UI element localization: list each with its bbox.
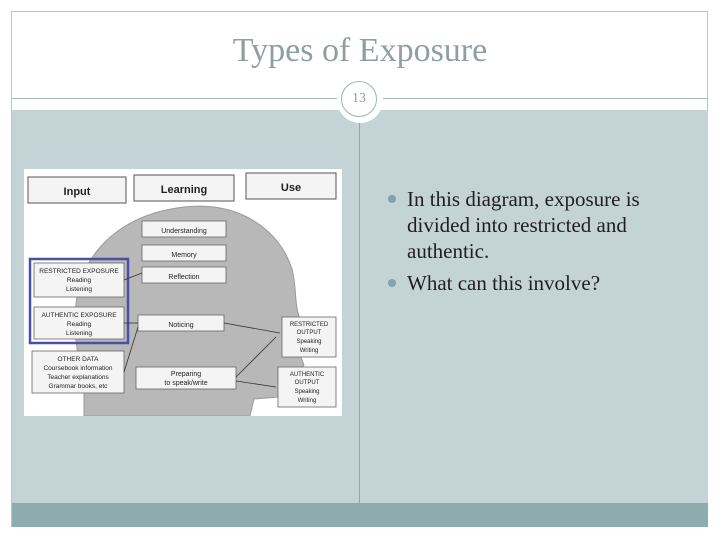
authentic-exposure-line2: Listening (66, 330, 92, 337)
header-input: Input (64, 186, 91, 198)
memory-label: Memory (171, 252, 197, 259)
bullet-dot-icon (388, 279, 396, 287)
authentic-output-line2: OUTPUT (295, 380, 320, 386)
column-divider (359, 110, 360, 503)
preparing-label-line2: to speak/write (164, 380, 207, 387)
authentic-output-line1: AUTHENTIC (290, 372, 325, 378)
authentic-output-line3: Speaking (294, 389, 319, 395)
header-use: Use (281, 182, 301, 194)
restricted-output-line4: Writing (300, 348, 319, 354)
understanding-label: Understanding (161, 228, 207, 235)
authentic-exposure-line1: Reading (67, 321, 92, 328)
other-data-line1: Coursebook information (43, 365, 112, 372)
authentic-exposure-title: AUTHENTIC EXPOSURE (41, 312, 117, 319)
slide-number: 13 (341, 81, 377, 117)
restricted-exposure-line2: Listening (66, 286, 92, 293)
restricted-output-line2: OUTPUT (297, 330, 322, 336)
diagram-svg: Input Learning Use Understanding Memory … (24, 169, 342, 416)
restricted-output-line3: Speaking (296, 339, 321, 345)
bullet-item: What can this involve? (388, 270, 698, 296)
exposure-diagram: Input Learning Use Understanding Memory … (24, 169, 342, 416)
noticing-label: Noticing (168, 322, 193, 329)
other-data-line2: Teacher explanations (47, 374, 109, 381)
preparing-label-line1: Preparing (171, 371, 201, 378)
footer-bar (12, 503, 708, 527)
authentic-output-line4: Writing (298, 398, 317, 404)
header-learning: Learning (161, 184, 207, 196)
restricted-output-line1: RESTRICTED (290, 322, 329, 328)
restricted-exposure-line1: Reading (67, 277, 92, 284)
bullet-text: In this diagram, exposure is divided int… (407, 187, 640, 263)
bullet-item: In this diagram, exposure is divided int… (388, 186, 698, 264)
restricted-exposure-title: RESTRICTED EXPOSURE (39, 268, 119, 275)
bullet-list: In this diagram, exposure is divided int… (388, 186, 698, 302)
other-data-line3: Grammar books, etc (49, 383, 109, 390)
other-data-title: OTHER DATA (58, 356, 100, 363)
bullet-dot-icon (388, 195, 396, 203)
bullet-text: What can this involve? (407, 271, 600, 295)
reflection-label: Reflection (168, 274, 199, 281)
slide-title: Types of Exposure (0, 32, 720, 70)
